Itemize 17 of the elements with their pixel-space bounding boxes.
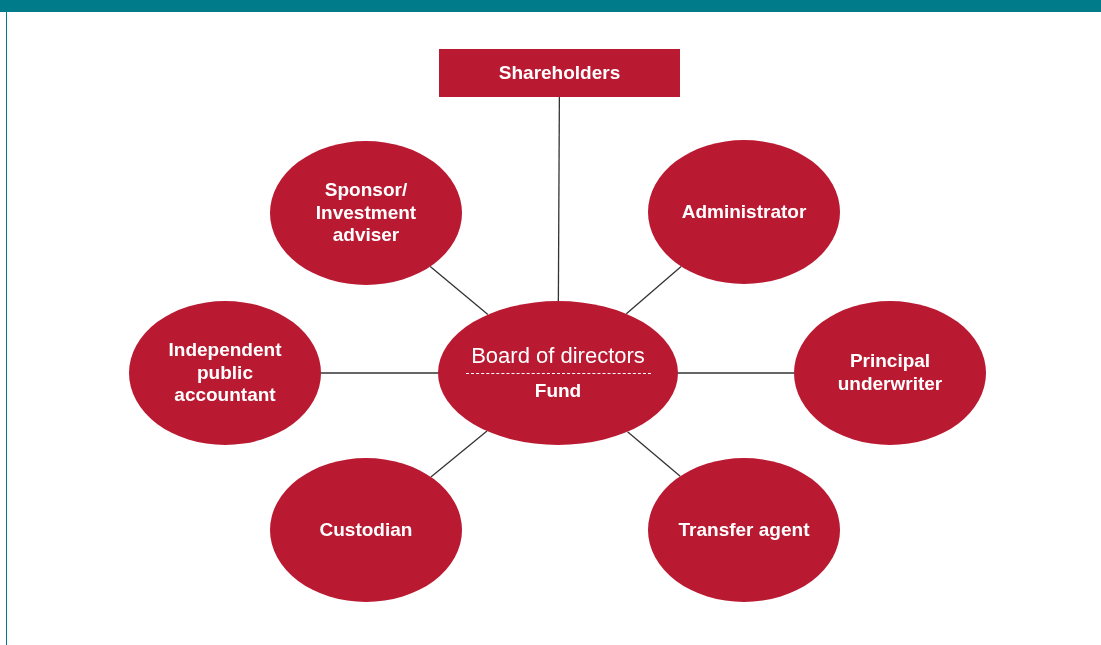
connector-line [430, 430, 488, 478]
title-box [439, 49, 680, 97]
node-subheading: Fund [534, 380, 582, 404]
node-label: Principal underwriter [836, 350, 944, 396]
connector-line [677, 372, 795, 374]
node-label: Custodian [319, 518, 413, 542]
node-label: Independent public accountant [167, 338, 283, 408]
node-heading: Board of directors [471, 342, 645, 370]
connector-line [320, 372, 439, 374]
connector-line [626, 431, 681, 477]
connector-line [557, 96, 561, 302]
node-label: Shareholders [498, 61, 621, 85]
node-label: Administrator [681, 200, 807, 224]
connector-line [429, 265, 489, 316]
node-label: Sponsor/ Investment adviser [314, 178, 418, 248]
connector-line [625, 265, 682, 315]
node-label: Transfer agent [678, 518, 810, 542]
